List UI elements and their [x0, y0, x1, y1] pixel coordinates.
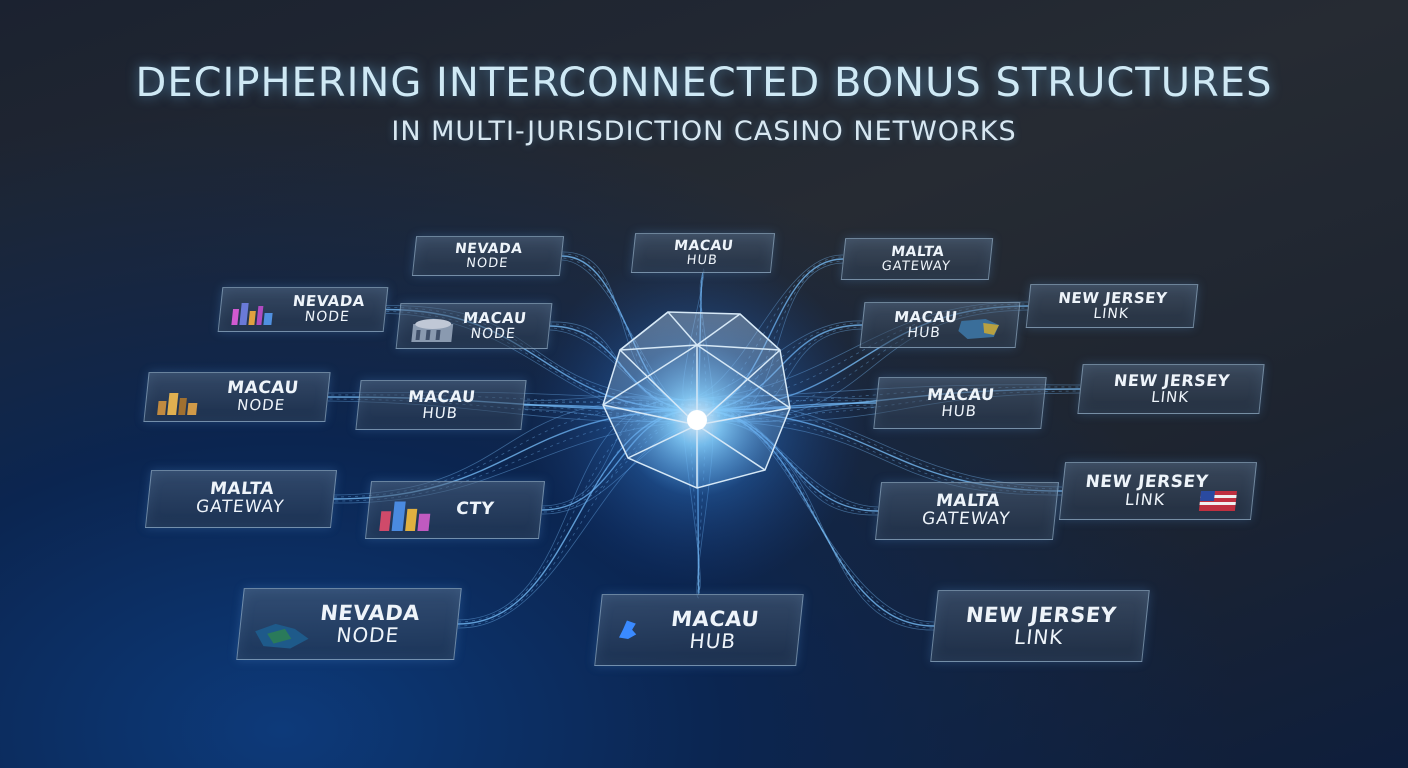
node-nevada-node-bottom: NEVADA NODE	[236, 588, 462, 660]
casino-thumbnail-icon	[411, 319, 454, 342]
node-macau-hub-upper-right: MACAU HUB	[859, 302, 1021, 348]
node-malta-gateway-right: MALTA GATEWAY	[874, 482, 1060, 540]
skyline-thumbnail-icon	[157, 393, 198, 415]
node-subtitle: NODE	[465, 255, 510, 271]
node-title: MACAU	[407, 386, 477, 406]
node-macau-hub-left: MACAU HUB	[355, 380, 527, 430]
node-macau-hub-bottom: MACAU HUB	[594, 594, 804, 666]
node-macau-node-upper: MACAU NODE	[395, 303, 553, 349]
node-subtitle: GATEWAY	[880, 258, 952, 274]
node-new-jersey-link-bottom: NEW JERSEY LINK	[930, 590, 1150, 662]
map-thumbnail-icon	[255, 623, 309, 649]
node-macau-hub-top: MACAU HUB	[630, 233, 776, 273]
node-cty: CTY	[364, 481, 546, 539]
node-title: NEW JERSEY	[964, 603, 1118, 628]
node-malta-gateway-top: MALTA GATEWAY	[840, 238, 994, 280]
node-subtitle: HUB	[421, 403, 459, 422]
node-subtitle: HUB	[685, 252, 719, 268]
node-new-jersey-link-right-lower: NEW JERSEY LINK	[1058, 462, 1258, 520]
node-subtitle: LINK	[1092, 305, 1130, 322]
node-subtitle: HUB	[688, 628, 738, 653]
node-title: NEW JERSEY	[1113, 370, 1231, 390]
node-subtitle: LINK	[1150, 387, 1191, 406]
node-nevada-node-upper-left: NEVADA NODE	[217, 287, 389, 332]
node-title: MACAU	[926, 384, 996, 404]
node-new-jersey-link-upper: NEW JERSEY LINK	[1025, 284, 1199, 328]
diagram-subtitle: IN MULTI-JURISDICTION CASINO NETWORKS	[391, 116, 1017, 147]
skyline-thumbnail-icon	[231, 303, 273, 325]
connection-line	[333, 414, 704, 502]
node-subtitle: HUB	[940, 401, 978, 420]
node-macau-hub-right: MACAU HUB	[873, 377, 1047, 429]
skyline-thumbnail-icon	[379, 501, 431, 531]
flag-thumbnail-icon	[1198, 491, 1237, 511]
node-new-jersey-link-right: NEW JERSEY LINK	[1077, 364, 1265, 414]
connection-line	[690, 256, 844, 406]
node-subtitle: GATEWAY	[921, 509, 1012, 529]
node-macau-node-left: MACAU NODE	[143, 372, 331, 422]
map-thumbnail-icon	[618, 620, 637, 639]
node-malta-gateway-left: MALTA GATEWAY	[144, 470, 338, 528]
core-light	[687, 410, 707, 430]
node-title: NEVADA	[454, 240, 524, 257]
node-title: MACAU	[669, 607, 761, 632]
node-subtitle: LINK	[1013, 624, 1065, 649]
node-title: MACAU	[673, 237, 735, 254]
node-subtitle: GATEWAY	[195, 497, 286, 517]
map-thumbnail-icon	[958, 319, 999, 339]
diagram-title: DECIPHERING INTERCONNECTED BONUS STRUCTU…	[135, 60, 1273, 106]
node-nevada-node-top: NEVADA NODE	[411, 236, 565, 276]
node-title: NEW JERSEY	[1057, 288, 1169, 307]
node-subtitle: LINK	[1124, 489, 1167, 509]
crystal-core-icon	[602, 311, 791, 489]
node-title: MALTA	[890, 243, 946, 260]
